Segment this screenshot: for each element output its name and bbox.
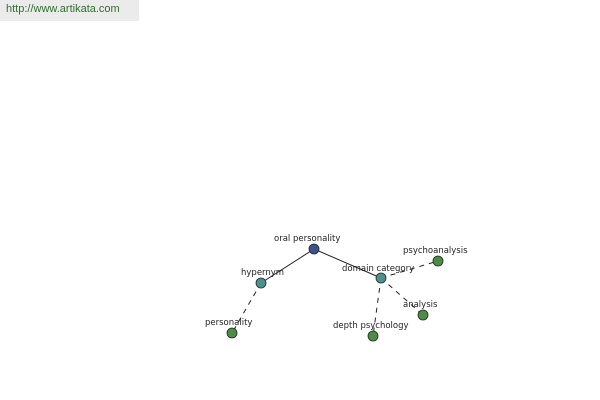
node-label-personality[interactable]: personality xyxy=(205,318,252,328)
node-personality[interactable] xyxy=(226,327,238,339)
node-label-psychoanalysis[interactable]: psychoanalysis xyxy=(403,246,468,256)
node-label-depth-psychology[interactable]: depth psychology xyxy=(333,321,409,331)
node-domain-category[interactable] xyxy=(375,272,387,284)
node-psychoanalysis[interactable] xyxy=(432,255,444,267)
node-label-oral-personality[interactable]: oral personality xyxy=(274,234,340,244)
graph-edges xyxy=(231,248,439,337)
node-label-analysis[interactable]: analysis xyxy=(403,300,438,310)
node-analysis[interactable] xyxy=(417,309,429,321)
edge-oral-personality-to-domain-category xyxy=(313,248,382,279)
graph-labels: oral personality hypernym domain category p… xyxy=(205,234,468,331)
node-label-hypernym[interactable]: hypernym xyxy=(241,268,284,278)
edge-oral-personality-to-hypernym xyxy=(260,248,315,284)
node-hypernym[interactable] xyxy=(255,277,267,289)
node-label-domain-category[interactable]: domain category xyxy=(342,264,414,274)
node-depth-psychology[interactable] xyxy=(367,330,379,342)
source-url-link[interactable]: http://www.artikata.com xyxy=(0,0,139,21)
node-oral-personality[interactable] xyxy=(308,243,320,255)
graph-nodes xyxy=(226,243,444,342)
